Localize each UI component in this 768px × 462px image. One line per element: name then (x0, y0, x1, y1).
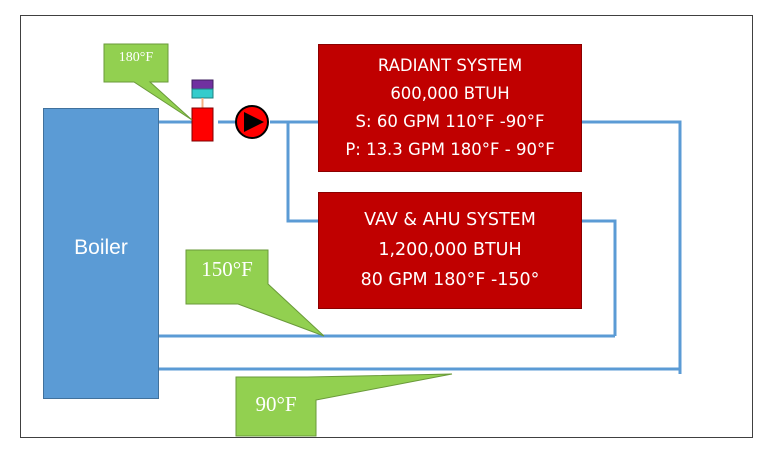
vav-capacity: 1,200,000 BTUH (378, 240, 522, 260)
vav-return-pipe (159, 219, 617, 338)
radiant-title: RADIANT SYSTEM (377, 56, 523, 75)
pump-icon (235, 105, 269, 139)
supply-temp-label: 180°F (118, 50, 154, 65)
radiant-secondary-flow: S: 60 GPM 110°F -90°F (355, 112, 545, 131)
callout-supply-temp (103, 43, 193, 121)
callout-radiant-return-temp (235, 373, 453, 437)
callout-vav-return-temp (185, 249, 325, 337)
vav-flow: 80 GPM 180°F -150° (360, 270, 540, 290)
radiant-return-temp-label: 90°F (255, 392, 297, 416)
diagram-frame (20, 15, 753, 438)
radiant-system-box: RADIANT SYSTEM 600,000 BTUH S: 60 GPM 11… (318, 44, 582, 172)
boiler-label: Boiler (74, 236, 128, 259)
vav-ahu-system-box: VAV & AHU SYSTEM 1,200,000 BTUH 80 GPM 1… (318, 192, 582, 309)
vav-title: VAV & AHU SYSTEM (364, 210, 536, 230)
radiant-capacity: 600,000 BTUH (390, 84, 510, 103)
control-valve (191, 79, 214, 142)
radiant-return-pipe (159, 120, 682, 374)
boiler: Boiler (43, 108, 159, 399)
supply-pipe (159, 120, 318, 223)
vav-return-temp-label: 150°F (201, 257, 253, 281)
radiant-primary-flow: P: 13.3 GPM 180°F - 90°F (345, 140, 555, 159)
